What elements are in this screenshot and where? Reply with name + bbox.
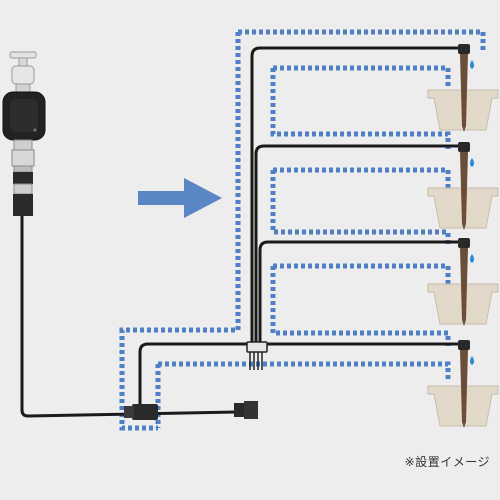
drip-tubing <box>20 46 462 418</box>
route-outline-row2 <box>270 167 451 246</box>
dripper-icon <box>458 142 470 152</box>
branch-tube-2 <box>254 144 462 347</box>
end-cap-icon <box>234 401 258 419</box>
branch-tube-1 <box>250 46 462 347</box>
branch-tube-4 <box>138 342 462 414</box>
drip-stake-icon <box>460 152 468 230</box>
plant-row-3 <box>427 238 499 326</box>
water-drop-icon <box>470 356 474 365</box>
water-timer-icon <box>2 91 46 141</box>
water-drop-icon <box>470 60 474 69</box>
main-supply-tube <box>20 213 238 418</box>
manifold-icon <box>246 341 268 370</box>
route-outline-outer <box>119 29 486 431</box>
arrow-right-icon <box>138 178 222 218</box>
route-outline-row4 <box>155 361 451 428</box>
dripper-icon <box>458 238 470 248</box>
dripper-icon <box>458 44 470 54</box>
caption-text: ※設置イメージ <box>404 455 490 469</box>
connector-icon <box>11 139 35 216</box>
drip-stake-icon <box>460 248 468 326</box>
drip-stake-icon <box>460 350 468 428</box>
plant-row-1 <box>427 44 499 132</box>
t-connector-icon <box>124 404 158 420</box>
branch-tube-3 <box>258 240 462 347</box>
dripper-icon <box>458 340 470 350</box>
route-outline-row1 <box>270 65 451 150</box>
plant-group <box>427 44 499 428</box>
water-route-outline <box>119 29 486 431</box>
water-drop-icon <box>470 254 474 263</box>
drip-stake-icon <box>460 54 468 132</box>
water-drop-icon <box>470 158 474 167</box>
plant-row-2 <box>427 142 499 230</box>
route-outline-row3 <box>270 263 451 346</box>
plant-row-4 <box>427 340 499 428</box>
